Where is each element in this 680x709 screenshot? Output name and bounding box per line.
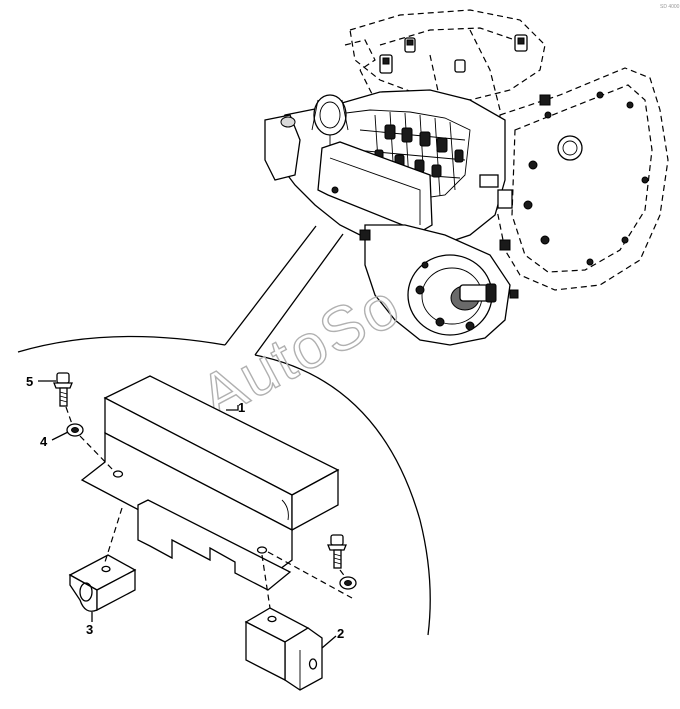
mounted-guard (317, 141, 433, 233)
watermark: AutoSo (189, 270, 412, 432)
assembly-lines (65, 406, 353, 609)
part-2-bracket (244, 607, 323, 691)
callout-4: 4 (40, 431, 69, 449)
detail-leader (224, 225, 344, 356)
svg-text:3: 3 (86, 622, 93, 637)
part-3-bracket (68, 554, 137, 612)
part-5-bolt (53, 372, 73, 407)
part-4-washer-right (339, 576, 357, 590)
svg-text:2: 2 (337, 626, 344, 641)
callout-5: 5 (26, 374, 56, 389)
svg-text:5: 5 (26, 374, 33, 389)
callout-2: 2 (321, 626, 344, 649)
detail-circle (17, 335, 431, 636)
bell-housing-bore (557, 135, 583, 161)
filter-cap (313, 94, 347, 136)
svg-text:4: 4 (40, 434, 48, 449)
callout-1: 1 (226, 400, 245, 415)
right-connector (479, 174, 499, 188)
callout-3: 3 (86, 612, 93, 637)
corner-mark: SD 4000 (660, 4, 680, 10)
part-4-washer (66, 423, 84, 437)
part-5-bolt-right (327, 534, 347, 569)
part-1-guard (80, 375, 340, 591)
transmission-assembly (264, 9, 669, 346)
svg-text:1: 1 (238, 400, 245, 415)
bell-housing (494, 67, 669, 291)
